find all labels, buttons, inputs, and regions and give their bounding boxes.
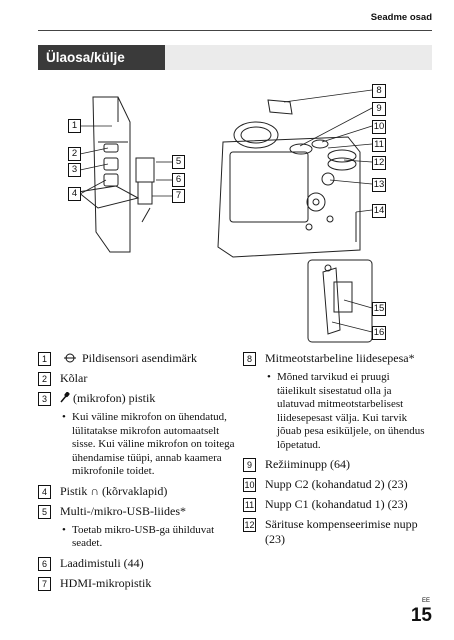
legend-item-1: 1 Pildisensori asendimärk [38,351,238,366]
legend-text-8: Mitmeotstarbeline liidesepesa* [265,351,415,365]
legend-text-10: Nupp C2 (kohandatud 2) (23) [265,477,408,491]
legend-text-1: Pildisensori asendimärk [82,351,197,365]
camera-figure: 1 2 3 4 5 6 7 8 9 10 11 12 13 14 15 16 [38,82,410,344]
callout-7: 7 [172,189,185,203]
left-legend: 1 Pildisensori asendimärk 2 Kõlar 3 (mik… [38,351,238,596]
legend-note-3-text: Kui väline mikrofon on ühendatud, lülita… [72,411,235,477]
legend-item-2: 2 Kõlar [38,371,238,386]
legend-num-8: 8 [243,352,256,366]
legend-item-4: 4 Pistik ∩ (kõrvaklapid) [38,484,238,499]
callout-11: 11 [372,138,386,152]
legend-num-6: 6 [38,556,51,571]
callout-6: 6 [172,173,185,187]
legend-num-7: 7 [38,576,51,591]
legend-text-7: HDMI-mikropistik [60,575,152,590]
legend-text-12: Särituse kompenseerimise nupp (23) [265,517,418,546]
legend-num-12: 12 [243,518,256,532]
legend-item-6: 6 Laadimistuli (44) [38,556,238,571]
legend-item-12: 12 Särituse kompenseerimise nupp (23) [243,517,429,547]
section-header: Seadme osad [370,12,432,23]
legend-item-5: 5 Multi-/mikro-USB-liides* [38,504,238,519]
legend-note-3: •Kui väline mikrofon on ühendatud, lülit… [62,411,235,477]
header-rule [38,30,432,31]
legend-item-8: 8 Mitmeotstarbeline liidesepesa* [243,351,429,366]
legend-num-5: 5 [38,504,51,519]
callout-13: 13 [372,178,386,192]
callout-5: 5 [172,155,185,169]
callout-4: 4 [68,187,81,201]
callout-14: 14 [372,204,386,218]
callout-2: 2 [68,147,81,161]
right-legend: 8 Mitmeotstarbeline liidesepesa* •Mõned … [243,351,429,552]
callout-1: 1 [68,119,81,133]
legend-num-4: 4 [38,484,51,499]
callout-16: 16 [372,326,386,340]
legend-note-5: •Toetab mikro-USB-ga ühilduvat seadet. [62,523,215,550]
legend-item-7: 7 HDMI-mikropistik [38,576,238,591]
legend-num-3: 3 [38,392,51,406]
legend-text-2: Kõlar [60,371,88,385]
callout-3: 3 [68,163,81,177]
callout-12: 12 [372,156,386,170]
legend-item-10: 10 Nupp C2 (kohandatud 2) (23) [243,477,429,492]
page-title: Ülaosa/külje vaade [38,45,165,90]
title-band [165,45,432,70]
legend-num-1: 1 [38,352,51,366]
camera-illustration [76,89,373,343]
legend-note-5-text: Toetab mikro-USB-ga ühilduvat seadet. [72,523,215,550]
legend-note-8-text: Mõned tarvikud ei pruugi täielikult sise… [277,371,425,451]
legend-num-2: 2 [38,372,51,386]
legend-item-3: 3 (mikrofon) pistik [38,391,238,406]
sensor-plane-icon [64,353,76,363]
callout-8: 8 [372,84,386,98]
callout-10: 10 [372,120,386,134]
legend-num-10: 10 [243,478,256,492]
legend-item-11: 11 Nupp C1 (kohandatud 1) (23) [243,497,429,512]
legend-item-9: 9 Režiiminupp (64) [243,457,429,472]
language-code: EE [421,598,430,604]
microphone-icon [60,391,70,403]
callout-9: 9 [372,102,386,116]
page-number: 15 [410,605,432,626]
legend-num-9: 9 [243,458,256,472]
legend-text-3: (mikrofon) pistik [73,391,156,405]
legend-text-6: Laadimistuli (44) [60,555,144,570]
callout-15: 15 [372,302,386,316]
legend-text-5: Multi-/mikro-USB-liides* [60,503,186,518]
legend-text-9: Režiiminupp (64) [265,457,350,471]
legend-num-11: 11 [243,498,256,512]
legend-text-4: Pistik ∩ (kõrvaklapid) [60,483,168,498]
legend-note-8: •Mõned tarvikud ei pruugi täielikult sis… [267,371,425,451]
legend-text-11: Nupp C1 (kohandatud 1) (23) [265,497,408,511]
